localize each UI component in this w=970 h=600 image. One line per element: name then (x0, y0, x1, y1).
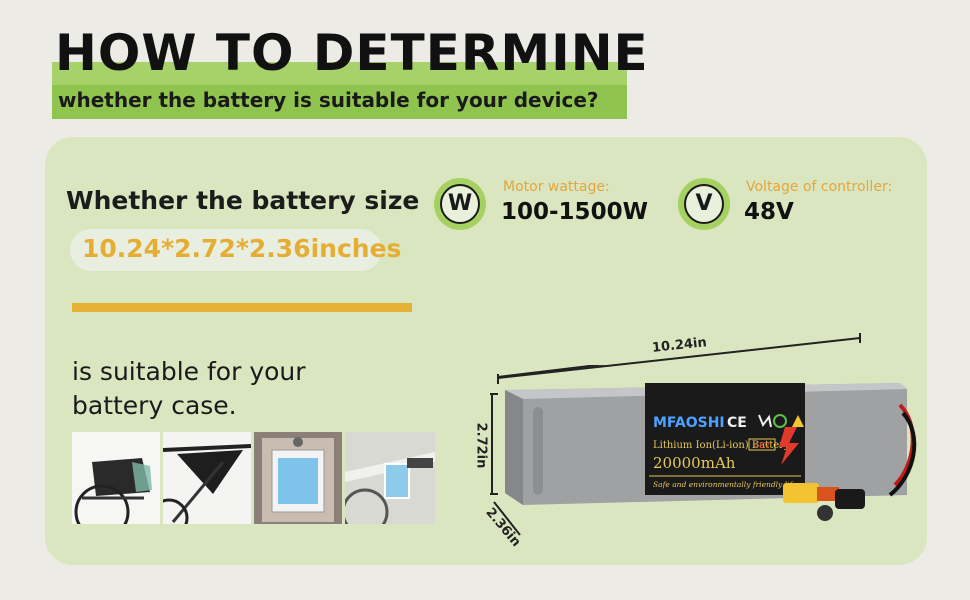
photo-ebike-battery (345, 432, 435, 524)
battery-voltage: 48V (754, 441, 770, 450)
voltage-label: Voltage of controller: (746, 179, 893, 195)
subtitle-highlight-band (52, 85, 627, 119)
wattage-icon: W (434, 178, 486, 230)
battery-illustration: MFAOSHI CE Lithium Ion(Li-ion) Battery 4… (497, 365, 917, 521)
suitable-text: is suitable for your battery case. (72, 357, 306, 420)
photo-frame-bag (163, 432, 251, 524)
height-label: 2.72in (473, 422, 489, 469)
divider-line (72, 303, 412, 312)
voltage-icon-letter: V (684, 184, 724, 224)
size-value: 10.24*2.72*2.36inches (82, 234, 402, 263)
voltage-value: 48V (744, 199, 794, 225)
size-pill (70, 229, 382, 271)
battery-type: Lithium Ion(Li-ion) Battery (653, 440, 790, 451)
voltage-icon: V (678, 178, 730, 230)
size-heading: Whether the battery size (66, 186, 420, 215)
battery-tagline: Safe and environmentally friendly life (653, 480, 797, 489)
cert-marks: CE (727, 415, 747, 431)
dimension-lines (490, 333, 861, 536)
page-subtitle: whether the battery is suitable for your… (58, 88, 599, 112)
wattage-label: Motor wattage: (503, 179, 610, 195)
battery-capacity: 20000mAh (653, 454, 736, 472)
wattage-icon-letter: W (440, 184, 480, 224)
page-title: HOW TO DETERMINE (55, 24, 649, 82)
wattage-value: 100-1500W (501, 199, 648, 225)
photo-rear-rack-bag (72, 432, 160, 524)
brand-logo: MFAOSHI (653, 415, 725, 431)
photo-battery-case-open (254, 432, 342, 524)
